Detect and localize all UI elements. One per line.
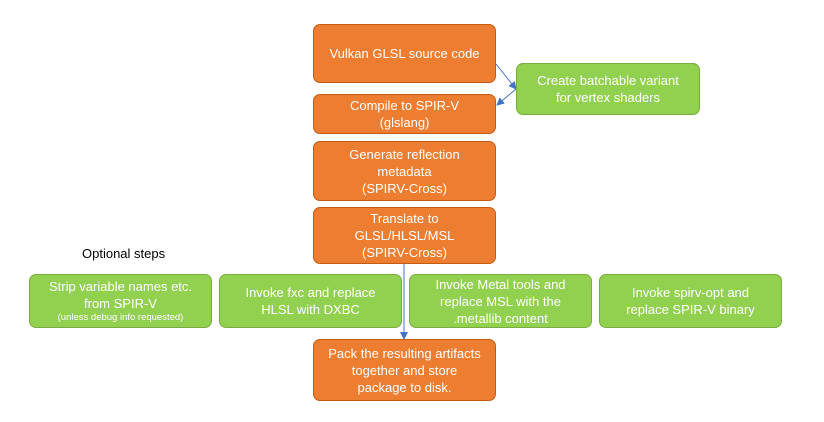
step-generate-reflection: Generate reflection metadata (SPIRV-Cros… bbox=[313, 141, 496, 201]
batchable-line-1: Create batchable variant bbox=[537, 73, 679, 88]
step-translate-line-1: Translate to bbox=[370, 211, 439, 226]
optional-strip-note: (unless debug info requested) bbox=[57, 312, 184, 323]
step-source-code: Vulkan GLSL source code bbox=[313, 24, 496, 83]
step-translate: Translate to GLSL/HLSL/MSL (SPIRV-Cross) bbox=[313, 207, 496, 264]
optional-strip-line-1: Strip variable names etc. bbox=[48, 279, 193, 294]
optional-strip-names: Strip variable names etc. from SPIR-V (u… bbox=[29, 274, 212, 328]
optional-steps-caption: Optional steps bbox=[82, 246, 166, 261]
step-reflect-line-1: Generate reflection bbox=[349, 146, 460, 162]
batchable-line-2: for vertex shaders bbox=[555, 90, 661, 105]
step-pack-line-2: together and store bbox=[351, 362, 458, 378]
arrow-batchable-to-compile bbox=[496, 88, 517, 106]
optional-invoke-fxc: Invoke fxc and replace HLSL with DXBC bbox=[219, 274, 402, 328]
optional-fxc-line-2: HLSL with DXBC bbox=[261, 302, 360, 317]
optional-spirvopt-line-1: Invoke spirv-opt and bbox=[631, 285, 750, 300]
optional-fxc-line-1: Invoke fxc and replace bbox=[245, 285, 376, 300]
step-pack-line-1: Pack the resulting artifacts bbox=[328, 345, 481, 361]
step-reflect-line-2: metadata bbox=[377, 163, 432, 179]
optional-metal-line-3: .metallib content bbox=[453, 310, 548, 326]
optional-strip-line-2: from SPIR-V bbox=[84, 296, 157, 311]
optional-metal-line-1: Invoke Metal tools and bbox=[435, 276, 566, 292]
step-pack-line-3: package to disk. bbox=[357, 379, 452, 395]
step-translate-line-3: (SPIRV-Cross) bbox=[362, 245, 447, 260]
step-translate-line-2: GLSL/HLSL/MSL bbox=[354, 228, 455, 243]
optional-invoke-metal: Invoke Metal tools and replace MSL with … bbox=[409, 274, 592, 328]
arrow-source-to-batchable bbox=[495, 63, 517, 90]
optional-spirvopt-line-2: replace SPIR-V binary bbox=[626, 302, 755, 317]
optional-metal-line-2: replace MSL with the bbox=[440, 293, 561, 309]
batchable-variant-box: Create batchable variant for vertex shad… bbox=[516, 63, 700, 115]
step-compile-spirv: Compile to SPIR-V (glslang) bbox=[313, 94, 496, 134]
step-source-line-1: Vulkan GLSL source code bbox=[329, 46, 480, 61]
step-compile-line-2: (glslang) bbox=[379, 115, 430, 130]
step-reflect-line-3: (SPIRV-Cross) bbox=[362, 180, 447, 196]
step-compile-line-1: Compile to SPIR-V bbox=[349, 98, 460, 113]
step-pack-artifacts: Pack the resulting artifacts together an… bbox=[313, 339, 496, 401]
optional-invoke-spirv-opt: Invoke spirv-opt and replace SPIR-V bina… bbox=[599, 274, 782, 328]
